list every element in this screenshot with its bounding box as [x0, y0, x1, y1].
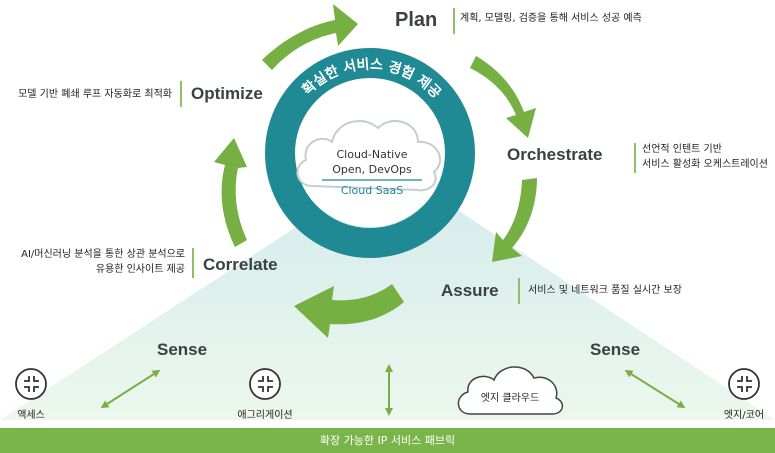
plan-label: Plan [395, 9, 438, 31]
router-icon-edge-core [728, 368, 760, 400]
sense-arrows [100, 364, 686, 416]
sense-arrow-right [624, 369, 686, 409]
orchestrate-description-line2: 서비스 활성화 오케스트레이션 [642, 159, 768, 170]
plan-description: 계획, 모델링, 검증을 통해 서비스 성공 예측 [460, 13, 642, 24]
router-icon-access [15, 368, 47, 400]
cloud-saas-text: Cloud SaaS [341, 184, 403, 197]
arrow-orchestrate-to-assure [492, 178, 537, 262]
router-icon-aggregation [249, 368, 281, 400]
open-devops-text: Open, DevOps [332, 163, 412, 176]
sense-arrow-left [100, 369, 161, 409]
orchestrate-divider [634, 143, 636, 173]
arrow-assure-to-correlate [294, 284, 404, 338]
arrow-optimize-to-plan [262, 4, 358, 70]
edge-core-label: 엣지/코어 [723, 410, 765, 421]
correlate-description-line1: AI/머신러닝 분석을 통한 상관 분석으로 [21, 249, 185, 260]
correlate-description-line2: 유용한 인사이트 제공 [95, 264, 185, 275]
access-label: 액세스 [17, 410, 45, 421]
arrow-plan-to-orchestrate [470, 56, 536, 138]
lifecycle-arrows [214, 4, 537, 338]
assure-description: 서비스 및 네트워크 품질 실시간 보장 [528, 285, 682, 296]
aggregation-label: 애그리게이션 [237, 410, 293, 421]
orchestrate-label: Orchestrate [507, 145, 603, 164]
optimize-divider [180, 81, 182, 107]
optimize-label: Optimize [191, 84, 263, 103]
arrow-correlate-to-optimize [214, 138, 247, 247]
service-ring [265, 48, 475, 258]
orchestrate-description-line1: 선언적 인텐트 기반 [642, 144, 722, 155]
optimize-description: 모델 기반 폐쇄 루프 자동화로 최적화 [18, 89, 172, 100]
cloud-shape [296, 119, 441, 192]
edge-cloud-shape [457, 366, 564, 415]
correlate-divider [192, 248, 194, 278]
sense-left-label: Sense [157, 340, 208, 359]
cloud-native-text: Cloud-Native [336, 148, 407, 161]
plan-divider [453, 8, 455, 34]
ip-service-fabric-bar: 확장 가능한 IP 서비스 패브릭 [0, 428, 775, 453]
edge-cloud-label: 엣지 클라우드 [481, 392, 539, 404]
sense-right-label: Sense [590, 340, 641, 359]
correlate-label: Correlate [203, 255, 278, 274]
assure-label: Assure [441, 281, 499, 300]
assure-divider [518, 278, 520, 304]
